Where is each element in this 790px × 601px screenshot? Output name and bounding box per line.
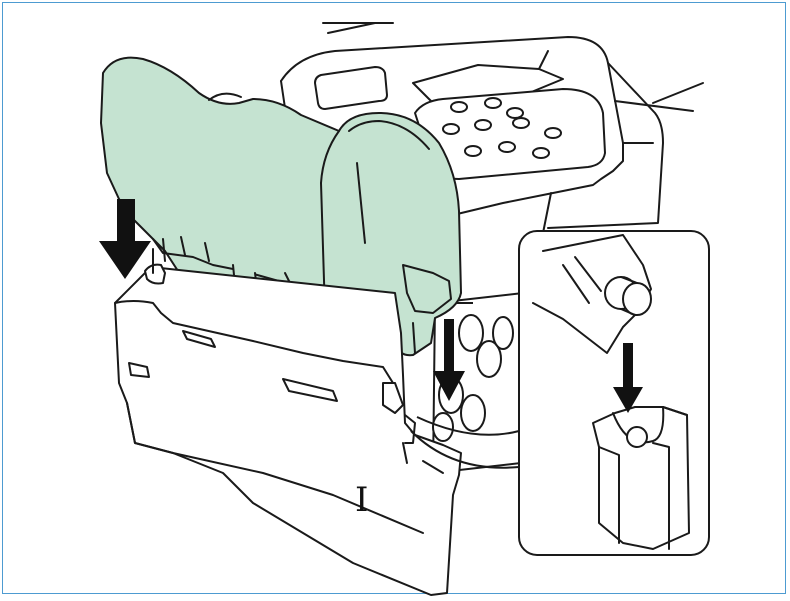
- printer-rollers: [431, 291, 525, 475]
- drawer-label: I: [355, 480, 368, 520]
- drawer-illustration: I: [114, 238, 462, 596]
- down-arrow-icon: [433, 319, 465, 401]
- printer-illustration: [280, 22, 704, 234]
- down-arrow-icon: [99, 199, 151, 279]
- down-arrow-icon: [613, 343, 643, 413]
- zoom-connector: [410, 416, 520, 469]
- toner-cartridge-illustration: [100, 56, 462, 357]
- zoom-callout: [518, 230, 710, 556]
- toner-installation-diagram: I: [99, 22, 710, 596]
